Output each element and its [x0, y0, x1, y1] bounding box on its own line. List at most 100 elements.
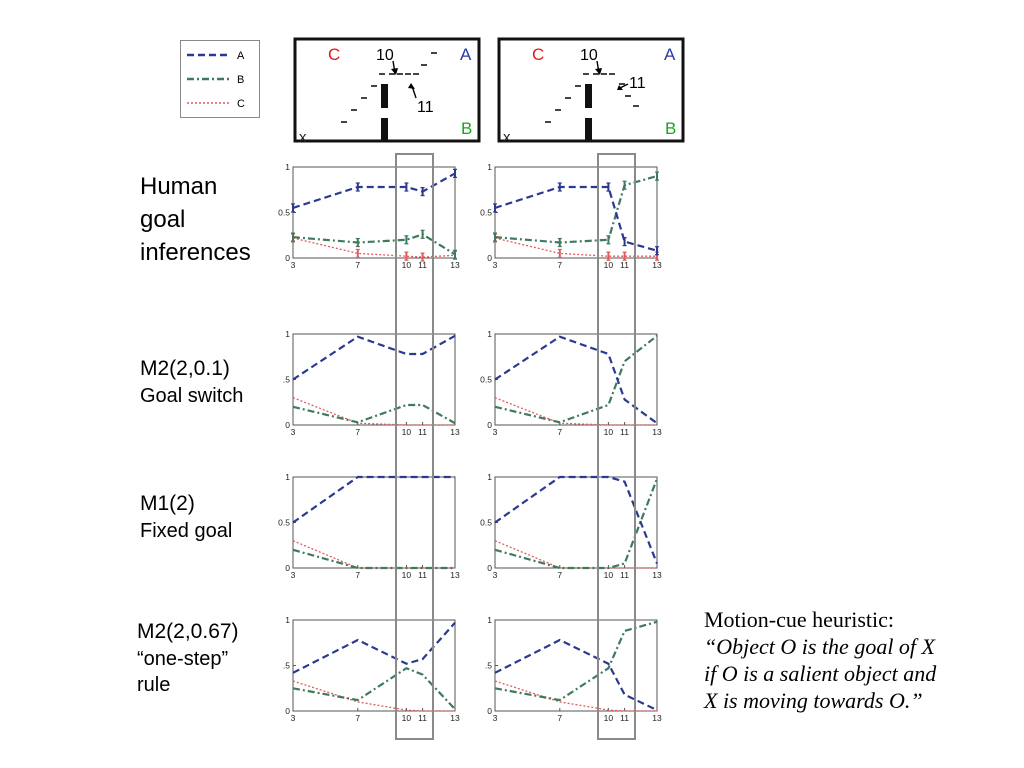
- heuristic-quote-line: “Object O is the goal of X: [704, 634, 935, 659]
- row-subtitle-line: rule: [137, 674, 171, 696]
- chart-frame: [292, 166, 456, 259]
- maze-label-b: B: [665, 119, 676, 138]
- highlight-box-right: [597, 153, 636, 740]
- error-bar-c: [420, 252, 425, 262]
- series-line-b: [292, 666, 456, 710]
- error-bar-a: [420, 186, 425, 197]
- maze-label-c: C: [532, 45, 544, 64]
- x-tick-label: 10: [604, 570, 614, 580]
- error-bar-a: [453, 168, 457, 178]
- x-tick-label: 3: [291, 713, 296, 723]
- y-tick-label: 0: [487, 563, 492, 573]
- x-tick-label: 10: [402, 427, 412, 437]
- x-tick-label: 7: [355, 713, 360, 723]
- x-tick-label: 7: [557, 713, 562, 723]
- row-title-line: Human: [140, 173, 218, 200]
- maze-path-step: [361, 97, 367, 99]
- chart-frame: [292, 333, 456, 426]
- maze-path-step: [601, 73, 607, 75]
- row-subtitle-line: Goal switch: [140, 385, 244, 407]
- x-tick-label: 3: [493, 260, 498, 270]
- x-tick-label: 13: [450, 713, 460, 723]
- x-tick-label: 7: [355, 260, 360, 270]
- maze-path-step: [575, 85, 581, 87]
- maze-wall: [381, 84, 388, 108]
- maze-path-step: [421, 64, 427, 66]
- maze-path-step: [405, 73, 411, 75]
- chart-frame: [494, 476, 658, 569]
- y-tick-label: 0: [487, 706, 492, 716]
- x-tick-label: 11: [418, 260, 427, 270]
- maze-arrow-head: [408, 83, 415, 89]
- error-bar-b: [622, 180, 627, 190]
- maze-wall: [585, 84, 592, 108]
- error-bar-c: [404, 251, 409, 261]
- maze-path-step: [555, 109, 561, 111]
- row-title-line: goal: [140, 206, 186, 233]
- x-tick-label: 13: [652, 570, 662, 580]
- maze-path-step: [351, 109, 357, 111]
- x-tick-label: 11: [418, 570, 427, 580]
- maze-label-x: x: [503, 129, 511, 146]
- maze-path-step: [633, 105, 639, 107]
- maze-path-step: [625, 95, 631, 97]
- maze-path-step: [565, 97, 571, 99]
- chart-frame: [292, 476, 456, 569]
- x-tick-label: 13: [652, 260, 662, 270]
- x-tick-label: 10: [402, 260, 412, 270]
- error-bar-c: [622, 251, 627, 261]
- legend-label-b: B: [237, 74, 244, 86]
- maze-arrow: [619, 83, 629, 89]
- x-tick-label: 11: [418, 427, 427, 437]
- heuristic-text: Motion-cue heuristic: “Object O is the g…: [704, 606, 1019, 714]
- error-bar-c: [355, 248, 360, 259]
- x-tick-label: 10: [604, 260, 614, 270]
- maze-label-c: C: [328, 45, 340, 64]
- maze-step-11: 11: [629, 75, 646, 92]
- maze-step-10: 10: [580, 47, 598, 64]
- maze-path-step: [593, 73, 599, 75]
- x-tick-label: 13: [652, 713, 662, 723]
- legend-label-c: C: [237, 98, 245, 110]
- x-tick-label: 10: [604, 713, 614, 723]
- error-bar-a: [557, 182, 562, 192]
- error-bar-c: [557, 248, 562, 259]
- x-tick-label: 13: [450, 260, 460, 270]
- maze-path-step: [371, 85, 377, 87]
- x-tick-label: 10: [402, 713, 412, 723]
- maze-path-step: [413, 73, 419, 75]
- maze-label-b: B: [461, 119, 472, 138]
- y-tick-label: 1: [487, 329, 492, 339]
- y-tick-label: 0.5: [480, 518, 492, 528]
- x-tick-label: 3: [493, 713, 498, 723]
- series-line-c: [494, 237, 657, 257]
- highlight-box-left: [395, 153, 434, 740]
- heuristic-quote-line: X is moving towards O.”: [704, 688, 923, 713]
- y-tick-label: 1: [285, 472, 290, 482]
- error-bar-a: [606, 182, 611, 192]
- x-tick-label: 7: [355, 427, 360, 437]
- row-title-line: M1(2): [140, 492, 195, 515]
- maze-path-step: [397, 73, 403, 75]
- legend-label-a: A: [237, 50, 245, 62]
- x-tick-label: 7: [557, 260, 562, 270]
- error-bar-b: [420, 229, 425, 239]
- y-tick-label: 0.5: [278, 208, 290, 218]
- x-tick-label: 11: [620, 713, 629, 723]
- maze-path-step: [583, 73, 589, 75]
- error-bar-b: [493, 232, 497, 242]
- maze-arrow-head: [595, 68, 602, 75]
- x-tick-label: 7: [355, 570, 360, 580]
- error-bar-b: [404, 235, 409, 245]
- chart-frame: [494, 333, 658, 426]
- chart-frame: [292, 619, 456, 712]
- error-bar-b: [355, 237, 360, 248]
- x-tick-label: 13: [652, 427, 662, 437]
- x-tick-label: 10: [402, 570, 412, 580]
